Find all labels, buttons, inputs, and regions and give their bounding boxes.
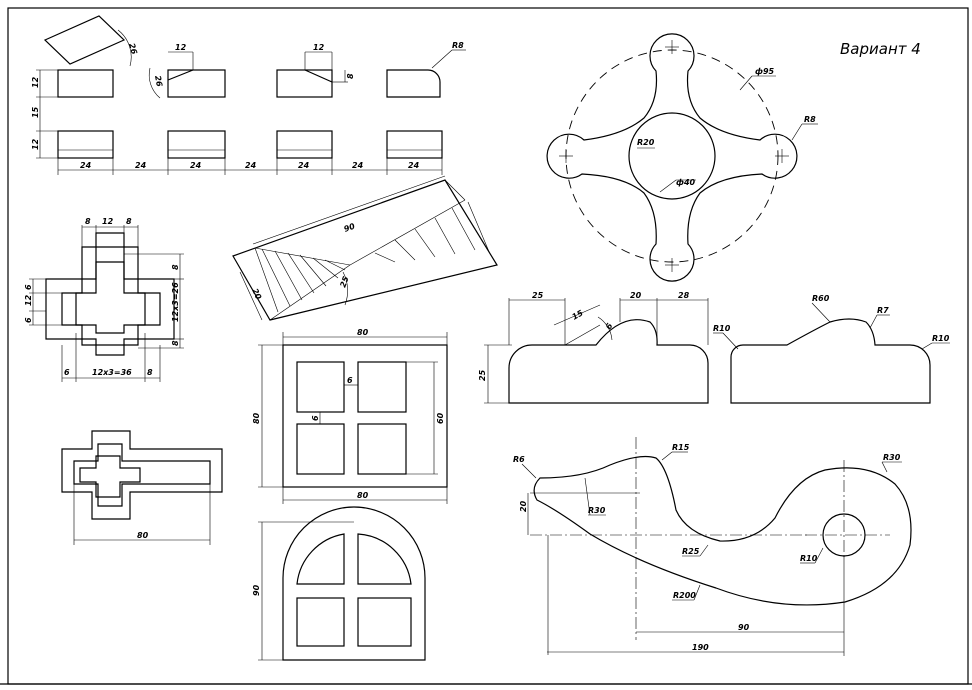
dimension-label: 6 — [24, 317, 33, 323]
dimension-label: 25 — [532, 291, 544, 300]
dimension-label: 8 — [126, 217, 132, 226]
dimension-label: R10 — [932, 334, 950, 343]
dimension-label: 8 — [346, 73, 355, 79]
dimension-label: 6 — [64, 368, 70, 377]
dimension-label: 24 — [135, 161, 147, 170]
dimension-label: 80 — [137, 531, 149, 540]
dimension-label: 12 — [313, 43, 325, 52]
hatched-slanted-figure: 90 20 25 — [232, 175, 498, 321]
dimension-label: 6 — [604, 321, 615, 331]
window-frame-figure: 80 80 80 60 6 6 — [252, 328, 448, 504]
arched-window-figure: 90 — [252, 506, 426, 661]
dimension-label: 6 — [311, 415, 320, 421]
dimension-label: 90 — [252, 584, 261, 596]
dimension-label: 24 — [245, 161, 257, 170]
dimension-label: 26 — [153, 75, 164, 88]
dimension-label: 24 — [408, 161, 420, 170]
profile-block-figure: 25 20 28 25 15 6 — [478, 291, 709, 404]
chamfer-exercise: 12 15 12 24 24 24 24 24 24 24 26 26 12 1… — [31, 15, 466, 175]
dimension-label: 8 — [171, 340, 180, 346]
dimension-label: R10 — [800, 554, 818, 563]
dimension-label: 60 — [436, 412, 445, 424]
dimension-label: 6 — [24, 284, 33, 290]
dimension-label: R60 — [812, 294, 830, 303]
dimension-label: 8 — [171, 264, 180, 270]
dimension-label: R25 — [682, 547, 700, 556]
dimension-label: 25 — [478, 369, 487, 381]
dimension-label: 12 — [31, 76, 40, 88]
dimension-label: 80 — [357, 491, 369, 500]
dimension-label: 28 — [678, 291, 690, 300]
dimension-label: 24 — [298, 161, 310, 170]
dimension-label: 26 — [127, 42, 139, 56]
hook-figure: 190 90 20 R6 R30 R15 R30 R25 R10 R200 — [513, 437, 912, 656]
dimension-label: R6 — [513, 455, 525, 464]
dimension-label: R20 — [637, 138, 655, 147]
dimension-label: 20 — [519, 500, 528, 512]
dimension-label: 80 — [357, 328, 369, 337]
dimension-label: R8 — [452, 41, 464, 50]
variant-title: Вариант 4 — [840, 40, 921, 58]
four-lobe-figure: ф95 R8 R20 ф40 — [546, 33, 818, 282]
dimension-label: 20 — [630, 291, 642, 300]
dimension-label: 25 — [338, 275, 350, 289]
profile-block-r60-figure: R60 R7 R10 R10 — [713, 294, 950, 404]
dimension-label: 8 — [85, 217, 91, 226]
dimension-label: R7 — [877, 306, 889, 315]
dimension-label: R8 — [804, 115, 816, 124]
dimension-label: 12 — [102, 217, 114, 226]
dimension-label: 90 — [343, 221, 357, 233]
dimension-label: R30 — [588, 506, 606, 515]
dimension-label: 15 — [31, 106, 40, 118]
dimension-label: 24 — [80, 161, 92, 170]
dimension-label: 190 — [692, 643, 709, 652]
dimension-label: 15 — [571, 308, 586, 322]
dimension-label: ф95 — [755, 67, 775, 76]
dimension-label: R15 — [672, 443, 690, 452]
dimension-label: R30 — [883, 453, 901, 462]
dimension-label: 12 — [31, 138, 40, 150]
dimension-label: 6 — [347, 376, 353, 385]
dimension-label: R200 — [673, 591, 696, 600]
dimension-label: 12 — [24, 294, 33, 306]
dimension-label: 8 — [147, 368, 153, 377]
dimension-label: 12х3=26 — [171, 282, 180, 322]
dimension-label: 90 — [738, 623, 750, 632]
cross-long-arm-exercise: 80 — [61, 430, 223, 545]
dimension-label: ф40 — [676, 178, 696, 187]
dimension-label: 12х3=36 — [92, 368, 132, 377]
dimension-label: 24 — [352, 161, 364, 170]
dimension-label: R10 — [713, 324, 731, 333]
cross-offset-exercise: 8 12 8 8 12х3=26 8 6 12 6 6 12х3=36 8 — [24, 217, 184, 382]
dimension-label: 20 — [250, 287, 263, 301]
dimension-label: 12 — [175, 43, 187, 52]
dimension-label: 80 — [252, 412, 261, 424]
dimension-label: 24 — [190, 161, 202, 170]
